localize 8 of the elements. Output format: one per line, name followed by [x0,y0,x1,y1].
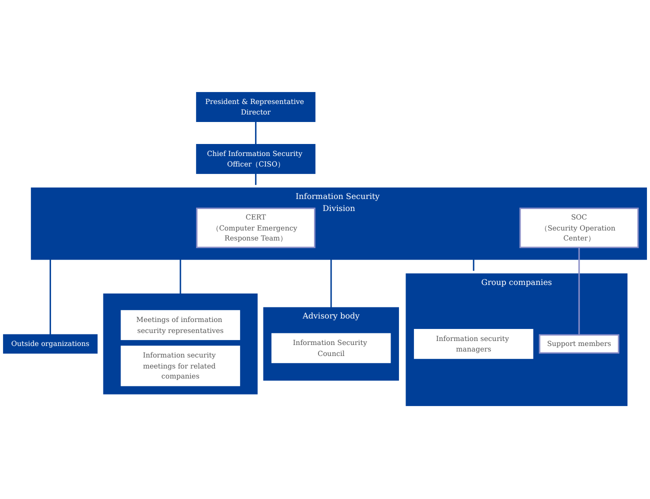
connector [578,248,580,336]
connector [255,174,256,186]
connector [255,122,256,146]
cluster [103,294,258,395]
connector [472,260,474,272]
connector [180,260,182,295]
connector [50,260,52,336]
connector [330,260,332,308]
